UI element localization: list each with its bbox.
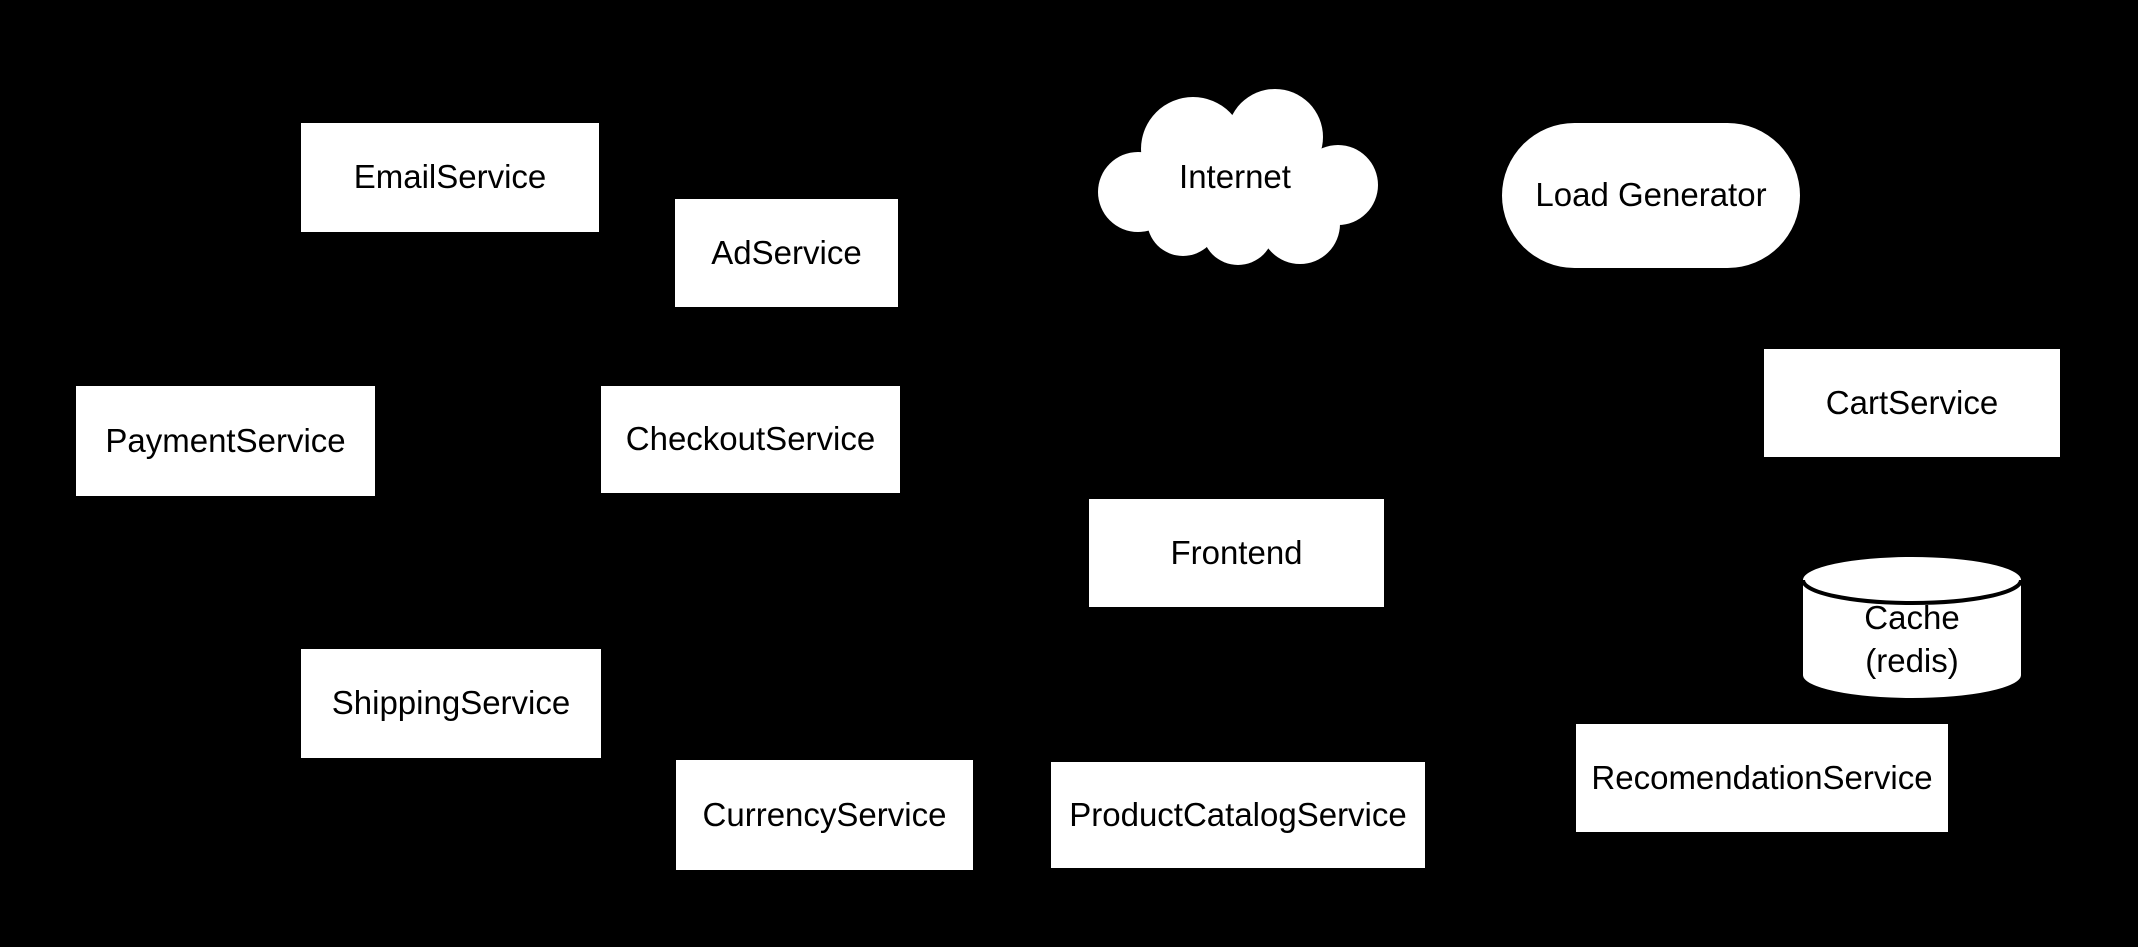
node-cartservice: CartService	[1764, 349, 2060, 457]
node-cache-redis: Cache (redis)	[1801, 555, 2023, 700]
node-frontend: Frontend	[1089, 499, 1384, 607]
node-internet-label: Internet	[1179, 157, 1291, 195]
node-adservice-label: AdService	[711, 233, 862, 271]
node-shippingservice-label: ShippingService	[331, 684, 571, 722]
node-recomendationservice-label: RecomendationService	[1591, 758, 1933, 796]
node-internet: Internet	[1090, 87, 1380, 267]
node-load-generator-label: Load Generator	[1535, 176, 1767, 214]
node-adservice: AdService	[675, 199, 898, 307]
node-load-generator: Load Generator	[1502, 123, 1800, 268]
node-frontend-label: Frontend	[1170, 533, 1303, 571]
node-checkoutservice: CheckoutService	[601, 386, 900, 493]
node-productcatalogservice-label: ProductCatalogService	[1069, 795, 1407, 833]
node-recomendationservice: RecomendationService	[1576, 724, 1948, 832]
node-shippingservice: ShippingService	[301, 649, 601, 758]
node-cartservice-label: CartService	[1825, 383, 1999, 421]
node-productcatalogservice: ProductCatalogService	[1051, 762, 1425, 868]
node-checkoutservice-label: CheckoutService	[625, 420, 876, 458]
cloud-icon	[1098, 89, 1378, 265]
database-cylinder-icon	[1801, 557, 2023, 698]
node-cache-redis-label: Cache (redis)	[1864, 598, 1960, 679]
node-paymentservice-label: PaymentService	[105, 421, 346, 459]
node-emailservice: EmailService	[301, 123, 599, 232]
node-paymentservice: PaymentService	[76, 386, 375, 496]
node-currencyservice-label: CurrencyService	[702, 795, 947, 833]
node-currencyservice: CurrencyService	[676, 760, 973, 870]
node-emailservice-label: EmailService	[353, 158, 547, 196]
